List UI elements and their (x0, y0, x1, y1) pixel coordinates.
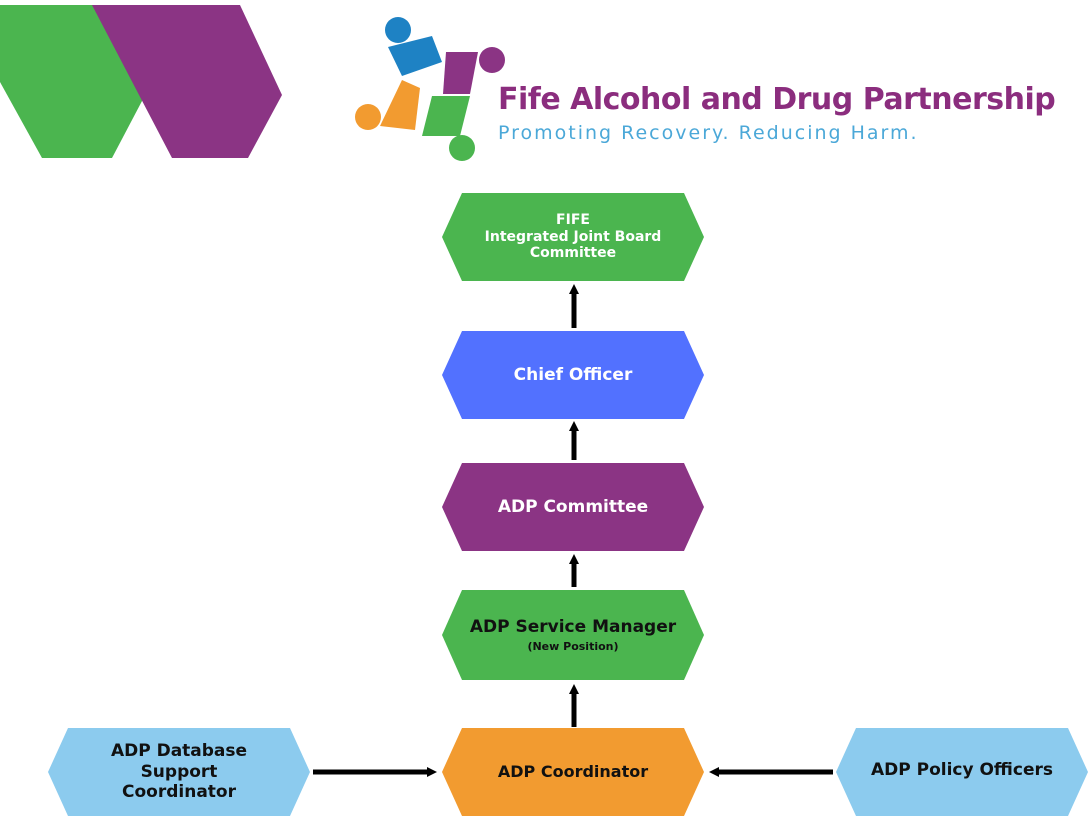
coordinator-label: ADP Coordinator (462, 728, 684, 816)
database-support-label: ADP Database Support Coordinator (68, 728, 290, 816)
database-support-line1: ADP Database (110, 741, 248, 762)
database-support-hexagon (48, 728, 310, 816)
coordinator-text: ADP Coordinator (497, 762, 649, 782)
service-manager-label: ADP Service Manager (New Position) (452, 590, 694, 680)
coordinator-hexagon (442, 728, 704, 816)
database-support-line2: Support (140, 761, 218, 782)
ijb-line1: FIFE (556, 211, 590, 228)
ijb-line3: Committee (529, 245, 617, 262)
adp-committee-hexagon (442, 463, 704, 551)
database-support-line3: Coordinator (122, 782, 236, 803)
decorative-purple-hexagon (92, 5, 282, 158)
chief-officer-label: Chief Officer (462, 331, 684, 419)
service-manager-text: ADP Service Manager (469, 617, 677, 638)
adp-committee-text: ADP Committee (497, 496, 649, 517)
people-circle-logo (355, 17, 505, 161)
policy-officers-text: ADP Policy Officers (870, 759, 1054, 780)
chief-officer-hexagon (442, 331, 704, 419)
brand-title: Fife Alcohol and Drug Partnership (498, 82, 1056, 117)
policy-officers-hexagon (836, 728, 1088, 816)
policy-officers-label: ADP Policy Officers (856, 728, 1068, 812)
ijb-committee-label: FIFE Integrated Joint Board Committee (462, 193, 684, 281)
ijb-line2: Integrated Joint Board (484, 228, 662, 245)
chief-officer-text: Chief Officer (513, 364, 633, 385)
ijb-committee-hexagon (442, 193, 704, 281)
service-manager-hexagon (442, 590, 704, 680)
service-manager-note: (New Position) (527, 639, 619, 653)
brand-tagline: Promoting Recovery. Reducing Harm. (498, 122, 919, 144)
adp-committee-label: ADP Committee (462, 463, 684, 551)
